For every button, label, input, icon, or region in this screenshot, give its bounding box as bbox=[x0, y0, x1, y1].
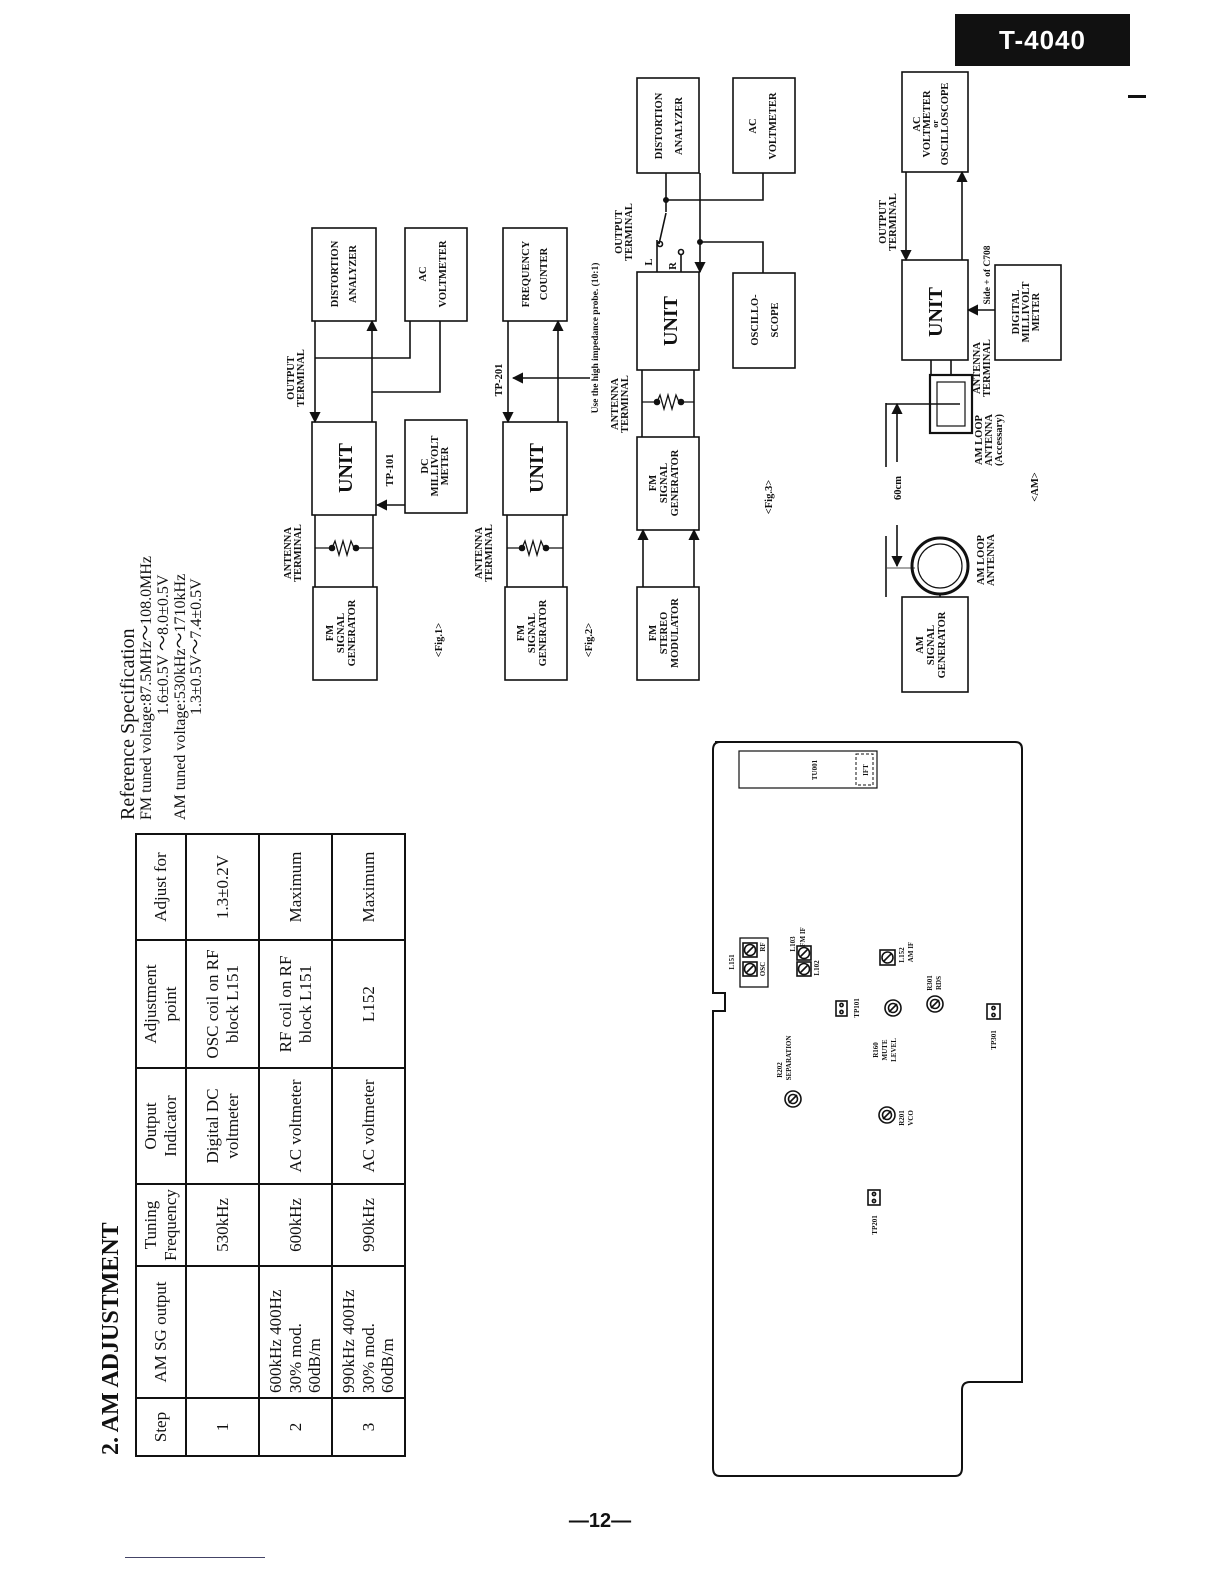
fig1-dc-box bbox=[404, 419, 468, 514]
fig1-unit-label: UNIT bbox=[335, 442, 357, 493]
fig2-generator-box bbox=[504, 586, 568, 681]
margin-mark bbox=[1128, 95, 1146, 98]
pcb-level-label: LEVEL bbox=[890, 1038, 898, 1062]
pcb-amif-label: AM IF bbox=[907, 942, 915, 962]
am-caption: <AM> bbox=[1030, 472, 1041, 501]
pcb-tp101-label: TP101 bbox=[853, 998, 861, 1018]
fig3-generator-label: FMSIGNALGENERATOR bbox=[648, 449, 681, 516]
fig1-ac-box bbox=[404, 227, 468, 322]
fig2-unit-box bbox=[502, 421, 568, 516]
am-meter-box bbox=[901, 71, 969, 173]
pcb-rf-label: RF bbox=[759, 942, 767, 951]
pcb-r301-label: R301 bbox=[926, 975, 934, 991]
fig1-generator-box bbox=[312, 586, 378, 681]
testpoint-tp201 bbox=[867, 1189, 881, 1206]
fig2-tp-label: TP-201 bbox=[494, 364, 505, 397]
fig1-output-label: OUTPUTTERMINAL bbox=[286, 349, 307, 407]
am-meter-label: ACVOLTMETERorOSCILLOSCOPE bbox=[912, 83, 951, 166]
pcb-mute-label: MUTE bbox=[881, 1039, 889, 1060]
fig2-probe-note: Use the high impedance probe. (10:1) bbox=[590, 263, 601, 414]
fig2-antenna-label: ANTENNATERMINAL bbox=[474, 524, 495, 582]
pcb-r202-label: R202 bbox=[776, 1062, 784, 1078]
coil-l152 bbox=[879, 949, 896, 966]
page-number: —12— bbox=[568, 1510, 632, 1532]
fig3-r-label: R bbox=[668, 262, 679, 270]
trimmer-r202 bbox=[784, 1090, 802, 1108]
coil-l102 bbox=[796, 961, 812, 977]
pcb-ift-label: IFT bbox=[862, 764, 870, 776]
fig3-modulator-box bbox=[636, 586, 700, 681]
fig3-ac-box bbox=[732, 77, 796, 174]
pcb-l103-label: L103 bbox=[789, 936, 797, 952]
fig3-scope-box bbox=[732, 272, 796, 369]
fig3-caption: <Fig.3> bbox=[764, 480, 775, 514]
fig2-generator-label: FMSIGNALGENERATOR bbox=[516, 599, 549, 666]
fig1-tp-label: TP-101 bbox=[385, 454, 396, 487]
am-unit-label: UNIT bbox=[925, 286, 947, 337]
model-badge: T-4040 bbox=[955, 14, 1130, 66]
coil-l103 bbox=[796, 945, 812, 961]
am-distance-label: 60cm bbox=[893, 476, 904, 500]
fig3-output-label: OUTPUTTERMINAL bbox=[614, 203, 635, 261]
pcb-l102-label: L102 bbox=[813, 960, 821, 976]
pcb-separation-label: SEPARATION bbox=[785, 1036, 793, 1081]
am-generator-box bbox=[901, 596, 969, 693]
pcb-r201-label: R201 bbox=[898, 1110, 906, 1126]
pcb-tp201-label: TP201 bbox=[871, 1215, 879, 1235]
pcb-l151-label: L151 bbox=[728, 954, 736, 970]
fig3-distortion-box bbox=[636, 77, 700, 174]
fig3-scope-label: OSCILLO-SCOPE bbox=[750, 294, 781, 346]
fig3-l-label: L bbox=[644, 258, 655, 265]
pcb-osc-label: OSC bbox=[759, 962, 767, 976]
fig3-modulator-label: FMSTEREOMODULATOR bbox=[648, 598, 681, 668]
fig1-antenna-label: ANTENNATERMINAL bbox=[283, 524, 304, 582]
pcb-r160-label: R160 bbox=[872, 1042, 880, 1058]
fig3-antenna-label: ANTENNATERMINAL bbox=[610, 375, 631, 433]
fig2-counter-box bbox=[502, 227, 568, 322]
am-loop-antenna-1 bbox=[910, 536, 970, 596]
pcb-rds-label: RDS bbox=[935, 976, 943, 990]
l151-block bbox=[739, 937, 769, 988]
am-output-label: OUTPUTTERMINAL bbox=[878, 193, 899, 251]
pcb-tu001-label: TU001 bbox=[811, 759, 819, 780]
am-loop2-label: AM LOOPANTENNA(Accessary) bbox=[974, 414, 1005, 466]
fig2-unit-label: UNIT bbox=[526, 442, 548, 493]
fig1-dc-label: DCMILLIVOLTMETER bbox=[420, 436, 451, 497]
trimmer-rf bbox=[742, 942, 758, 958]
fig1-unit-box bbox=[311, 421, 377, 516]
ift-block bbox=[855, 753, 874, 786]
trimmer-r301 bbox=[926, 995, 944, 1013]
trimmer-r160 bbox=[884, 999, 902, 1017]
trimmer-r201 bbox=[878, 1106, 896, 1124]
fig3-generator-box bbox=[636, 436, 700, 531]
fig1-generator-label: FMSIGNALGENERATOR bbox=[325, 599, 358, 666]
testpoint-tp101 bbox=[835, 1000, 848, 1017]
pcb-vco-label: VCO bbox=[907, 1110, 915, 1126]
footer-rule bbox=[125, 1557, 265, 1558]
testpoint-tp301 bbox=[986, 1003, 1001, 1020]
fig3-unit-box bbox=[636, 271, 700, 371]
fig1-caption: <Fig.1> bbox=[434, 623, 445, 657]
pcb-fmif-label: FM IF bbox=[799, 927, 807, 947]
pcb-outline bbox=[712, 741, 1023, 1477]
am-side-label: Side + of C708 bbox=[983, 245, 993, 304]
am-digital-meter-box bbox=[994, 264, 1062, 361]
fig3-unit-label: UNIT bbox=[660, 295, 682, 346]
pcb-tp301-label: TP301 bbox=[990, 1030, 998, 1050]
am-loop1-label: AM LOOPANTENNA bbox=[976, 534, 997, 586]
am-digital-label: DIGITALMILLIVOLTMETER bbox=[1011, 282, 1042, 343]
fig1-distortion-box bbox=[311, 227, 377, 322]
tu001-block bbox=[738, 750, 878, 789]
trimmer-osc bbox=[742, 961, 758, 977]
fig2-caption: <Fig.2> bbox=[584, 623, 595, 657]
pcb-l152-label: L152 bbox=[898, 947, 906, 963]
am-antenna-label: ANTENNATERMINAL bbox=[972, 339, 993, 397]
am-generator-label: AMSIGNALGENERATOR bbox=[915, 611, 948, 678]
